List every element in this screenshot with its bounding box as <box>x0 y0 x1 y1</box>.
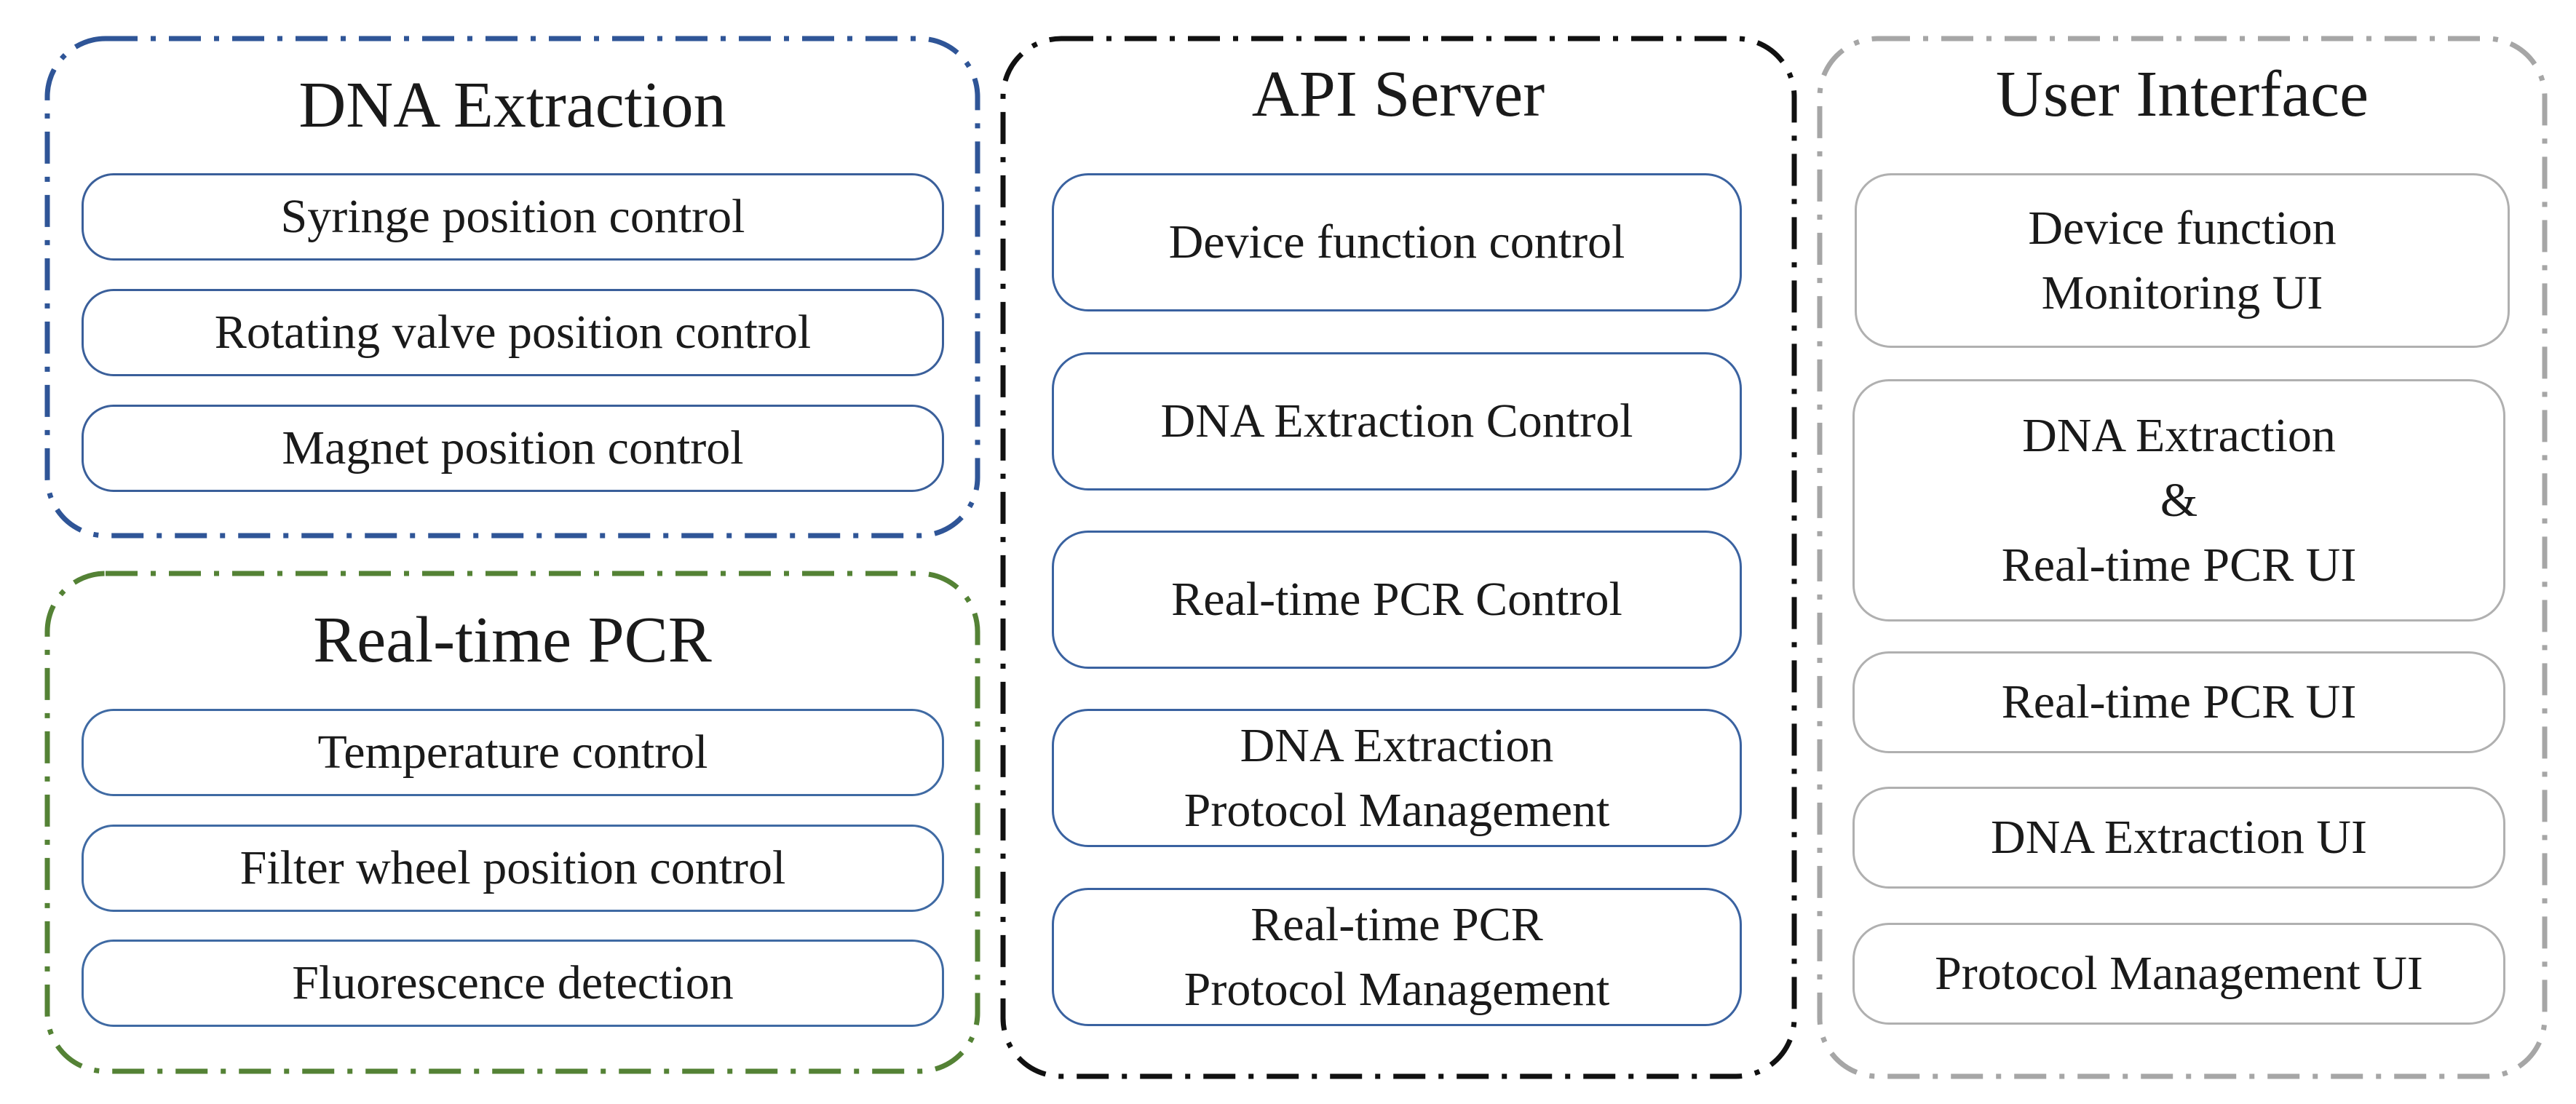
pcr-item-label: Filter wheel position control <box>239 841 786 895</box>
ui-item-protocol-management-ui: Protocol Management UI <box>1852 923 2505 1025</box>
ui-item-label: Real-time PCR UI <box>2001 675 2357 729</box>
ui-item-pcr-ui: Real-time PCR UI <box>1852 651 2505 753</box>
realtime-pcr-frame <box>44 571 980 1074</box>
api-item-dna-protocol-management: DNA Extraction Protocol Management <box>1052 709 1742 847</box>
api-item-label: DNA Extraction Control <box>1160 394 1633 448</box>
api-item-label: Real-time PCR Protocol Management <box>1184 897 1610 1016</box>
api-server-title: API Server <box>1251 58 1545 130</box>
dna-item-label: Rotating valve position control <box>214 306 812 360</box>
dna-item-label: Magnet position control <box>282 421 744 475</box>
realtime-pcr-title: Real-time PCR <box>313 604 712 676</box>
dna-item-label: Syringe position control <box>280 190 745 244</box>
api-server-frame <box>1000 36 1797 1079</box>
ui-item-dna-pcr-ui: DNA Extraction & Real-time PCR UI <box>1852 379 2505 622</box>
dna-extraction-frame <box>44 36 980 539</box>
dna-item-syringe: Syringe position control <box>82 173 944 261</box>
api-item-label: Device function control <box>1168 215 1625 269</box>
api-item-dna-extraction-control: DNA Extraction Control <box>1052 352 1742 491</box>
api-item-label: DNA Extraction Protocol Management <box>1184 718 1610 837</box>
pcr-item-label: Fluorescence detection <box>292 956 734 1010</box>
api-item-device-function: Device function control <box>1052 173 1742 311</box>
pcr-item-filter-wheel: Filter wheel position control <box>82 825 944 912</box>
dna-item-rotating-valve: Rotating valve position control <box>82 289 944 376</box>
pcr-item-temperature: Temperature control <box>82 709 944 796</box>
ui-item-label: DNA Extraction & Real-time PCR UI <box>2001 408 2357 592</box>
api-item-pcr-protocol-management: Real-time PCR Protocol Management <box>1052 888 1742 1026</box>
dna-extraction-title: DNA Extraction <box>298 69 726 141</box>
ui-item-label: Protocol Management UI <box>1935 947 2423 1001</box>
pcr-item-label: Temperature control <box>317 726 708 779</box>
ui-item-dna-extraction-ui: DNA Extraction UI <box>1852 787 2505 889</box>
user-interface-title: User Interface <box>1995 58 2369 130</box>
dna-item-magnet: Magnet position control <box>82 405 944 492</box>
ui-item-label: DNA Extraction UI <box>1991 811 2367 865</box>
pcr-item-fluorescence: Fluorescence detection <box>82 940 944 1027</box>
user-interface-frame <box>1817 36 2548 1079</box>
api-item-pcr-control: Real-time PCR Control <box>1052 531 1742 669</box>
api-item-label: Real-time PCR Control <box>1171 573 1622 627</box>
ui-item-device-monitoring: Device function Monitoring UI <box>1855 173 2510 348</box>
ui-item-label: Device function Monitoring UI <box>2028 201 2337 319</box>
